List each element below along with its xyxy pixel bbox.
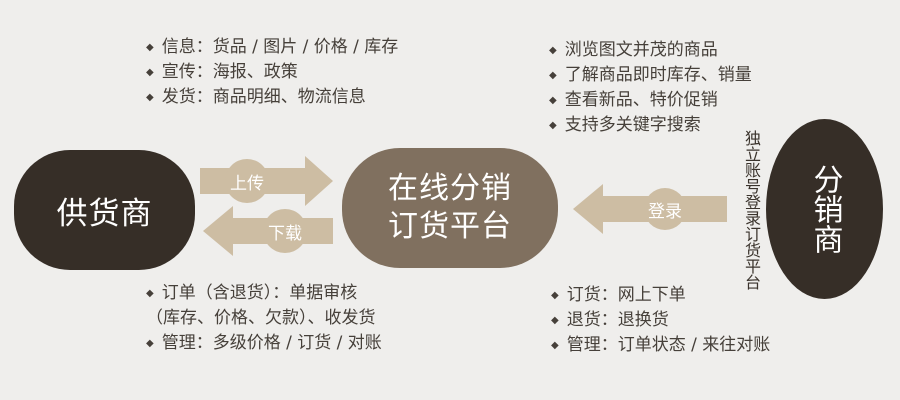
list-item: ◆ 管理：订单状态 / 来往对账 bbox=[551, 333, 770, 358]
list-item: ◆ 管理：多级价格 / 订货 / 对账 bbox=[146, 331, 382, 356]
list-item: ◆ 支持多关键字搜索 bbox=[549, 113, 752, 138]
diamond-bullet-icon: ◆ bbox=[551, 340, 559, 351]
list-item: ◆ 订货：网上下单 bbox=[551, 283, 770, 308]
login-arrowhead-icon bbox=[573, 184, 603, 234]
diamond-bullet-icon: ◆ bbox=[551, 315, 559, 326]
platform-node-label-line1: 在线分销 bbox=[388, 171, 512, 206]
login-arrow-label: 登录 bbox=[648, 201, 682, 222]
diamond-bullet-icon: ◆ bbox=[146, 67, 154, 78]
list-item: ◆ 发货：商品明细、物流信息 bbox=[146, 85, 398, 110]
list-item-text: 了解商品即时库存、销量 bbox=[564, 65, 752, 85]
diamond-bullet-icon: ◆ bbox=[146, 288, 154, 299]
list-item-text: 退货：退换货 bbox=[566, 310, 669, 330]
distributor-browse-feature-list: ◆ 浏览图文并茂的商品 ◆ 了解商品即时库存、销量 ◆ 查看新品、特价促销 ◆ 支持多关键字搜… bbox=[549, 38, 752, 138]
distributor-order-feature-list: ◆ 订货：网上下单 ◆ 退货：退换货 ◆ 管理：订单状态 / 来往对账 bbox=[551, 283, 770, 358]
list-item: ◆ 查看新品、特价促销 bbox=[549, 88, 752, 113]
diamond-bullet-icon: ◆ bbox=[549, 45, 557, 56]
supplier-node-label: 供货商 bbox=[56, 195, 153, 232]
platform-node: 在线分销 订货平台 bbox=[342, 148, 558, 268]
diamond-bullet-icon: ◆ bbox=[551, 290, 559, 301]
diamond-bullet-icon: ◆ bbox=[549, 120, 557, 131]
download-arrow-badge: 下载 bbox=[263, 209, 307, 253]
supplier-upload-feature-list: ◆ 信息：货品 / 图片 / 价格 / 库存 ◆ 宣传：海报、政策 ◆ 发货：商品明细、物… bbox=[146, 35, 398, 110]
list-item-text: 管理：订单状态 / 来往对账 bbox=[566, 335, 771, 355]
distributor-node-label: 分销商 bbox=[807, 164, 843, 254]
login-arrow: 登录 bbox=[573, 184, 727, 234]
list-item: （库存、价格、欠款）、收发货 bbox=[146, 306, 382, 331]
list-item: ◆ 信息：货品 / 图片 / 价格 / 库存 bbox=[146, 35, 398, 60]
upload-arrow-label: 上传 bbox=[230, 173, 264, 194]
list-item-text: 发货：商品明细、物流信息 bbox=[161, 87, 366, 107]
list-item-text: 订货：网上下单 bbox=[566, 285, 686, 305]
list-item: ◆ 宣传：海报、政策 bbox=[146, 60, 398, 85]
list-item-text: 订单（含退货）：单据审核 bbox=[161, 283, 358, 303]
list-item: ◆ 浏览图文并茂的商品 bbox=[549, 38, 752, 63]
download-arrow: 下载 bbox=[203, 206, 333, 256]
list-item-text: 支持多关键字搜索 bbox=[564, 115, 701, 135]
diamond-bullet-icon: ◆ bbox=[549, 95, 557, 106]
diamond-bullet-icon: ◆ bbox=[146, 92, 154, 103]
download-arrowhead-icon bbox=[203, 206, 233, 256]
login-caption: 独立账号登录订货平台 bbox=[742, 130, 761, 290]
diamond-bullet-icon: ◆ bbox=[146, 42, 154, 53]
diamond-bullet-icon: ◆ bbox=[549, 70, 557, 81]
download-arrow-label: 下载 bbox=[268, 223, 302, 244]
supplier-order-feature-list: ◆ 订单（含退货）：单据审核 （库存、价格、欠款）、收发货 ◆ 管理：多级价格 / 订货… bbox=[146, 281, 382, 356]
login-arrow-badge: 登录 bbox=[644, 188, 686, 230]
upload-arrowhead-icon bbox=[305, 156, 333, 206]
list-item-text: 查看新品、特价促销 bbox=[564, 90, 718, 110]
list-item: ◆ 订单（含退货）：单据审核 bbox=[146, 281, 382, 306]
upload-arrow: 上传 bbox=[200, 156, 333, 206]
platform-node-label-line2: 订货平台 bbox=[388, 209, 512, 244]
list-item: ◆ 了解商品即时库存、销量 bbox=[549, 63, 752, 88]
distributor-node: 分销商 bbox=[766, 119, 883, 299]
list-item-text: 管理：多级价格 / 订货 / 对账 bbox=[161, 333, 382, 353]
list-item-text: 宣传：海报、政策 bbox=[161, 62, 298, 82]
diamond-bullet-icon: ◆ bbox=[146, 338, 154, 349]
upload-arrow-badge: 上传 bbox=[225, 159, 269, 203]
list-item-text: （库存、价格、欠款）、收发货 bbox=[146, 308, 376, 328]
list-item-text: 浏览图文并茂的商品 bbox=[564, 40, 718, 60]
list-item-text: 信息：货品 / 图片 / 价格 / 库存 bbox=[161, 37, 399, 57]
list-item: ◆ 退货：退换货 bbox=[551, 308, 770, 333]
supplier-node: 供货商 bbox=[14, 150, 195, 270]
